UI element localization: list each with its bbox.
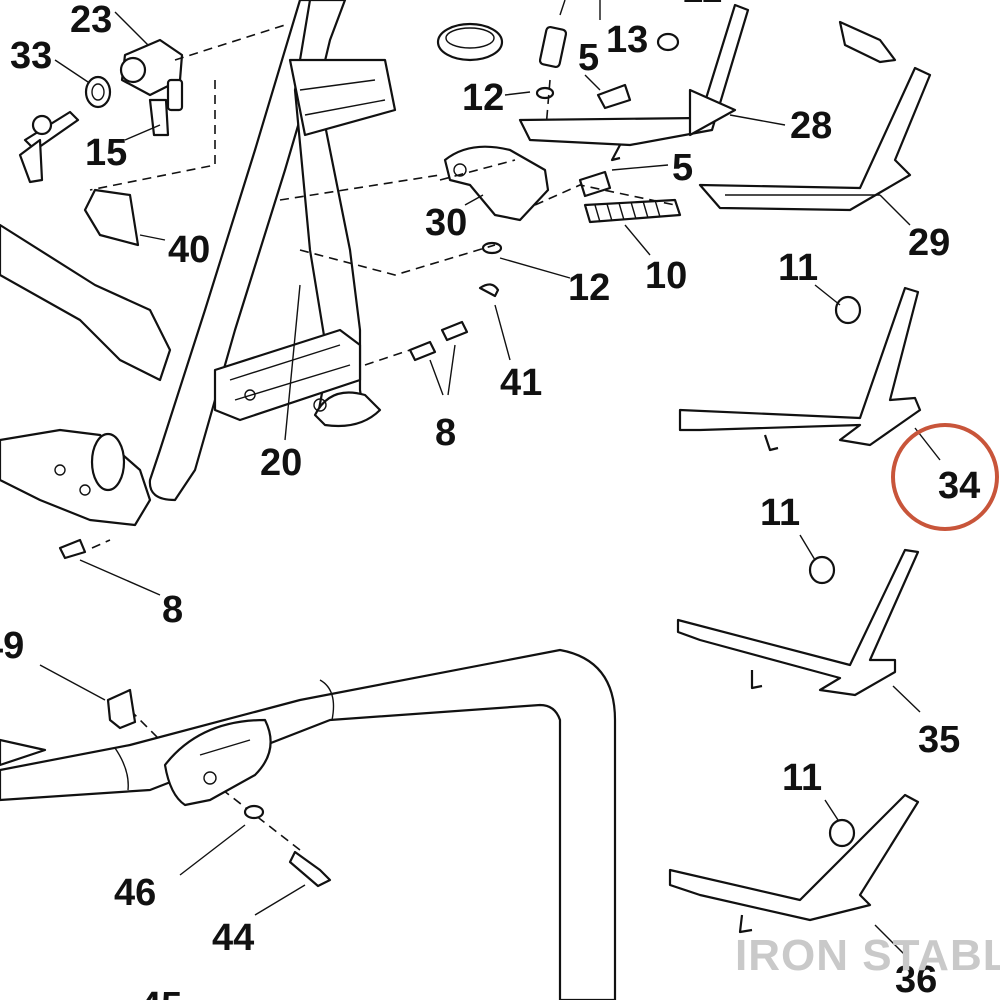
- callout-35: 35: [918, 719, 960, 761]
- callout-10: 10: [645, 255, 687, 297]
- callout-23: 23: [70, 0, 112, 41]
- callout-30: 30: [425, 202, 467, 244]
- callout-11-top: 11: [682, 0, 722, 11]
- callout-11-stand36: 11: [782, 757, 822, 799]
- watermark-text: IRON STABLE: [735, 931, 1000, 980]
- highlight-ring: [891, 423, 999, 531]
- callout-12-upper: 12: [462, 77, 504, 119]
- jiffy-stand-34: [678, 286, 922, 452]
- lower-frame-tube: [0, 648, 617, 1000]
- jiffy-stand-29: [698, 20, 932, 212]
- jiffy-stand-28: [518, 3, 750, 162]
- frame-assembly: [0, 0, 397, 527]
- callout-5-lower: 5: [672, 147, 693, 189]
- callout-20: 20: [260, 442, 302, 484]
- callout-49: 49: [0, 625, 24, 667]
- callout-33: 33: [10, 35, 52, 77]
- callout-15: 15: [85, 132, 127, 174]
- assembly-dashed-lines: [89, 24, 676, 851]
- callout-11-stand34: 11: [778, 247, 818, 289]
- callout-29: 29: [908, 222, 950, 264]
- callout-28: 28: [790, 105, 832, 147]
- callout-34: 34: [938, 465, 980, 507]
- callout-44: 44: [212, 917, 254, 959]
- callout-45: 45: [140, 985, 182, 1000]
- callout-41: 41: [500, 362, 542, 404]
- mount-hardware-group: [58, 22, 682, 560]
- jiffy-stand-35: [676, 548, 920, 697]
- leader-lines: [39, 0, 941, 956]
- callout-36: 36: [895, 959, 937, 1000]
- callout-11-stand35: 11: [760, 492, 800, 534]
- jiffy-stand-36: [668, 793, 920, 934]
- callout-13: 13: [606, 19, 648, 61]
- callout-8-lower: 8: [162, 589, 183, 631]
- callout-8-upper: 8: [435, 412, 456, 454]
- callout-46: 46: [114, 872, 156, 914]
- callout-12-lower: 12: [568, 267, 610, 309]
- callout-40: 40: [168, 229, 210, 271]
- callout-5-upper: 5: [578, 37, 599, 79]
- ignition-switch-group: [18, 38, 184, 247]
